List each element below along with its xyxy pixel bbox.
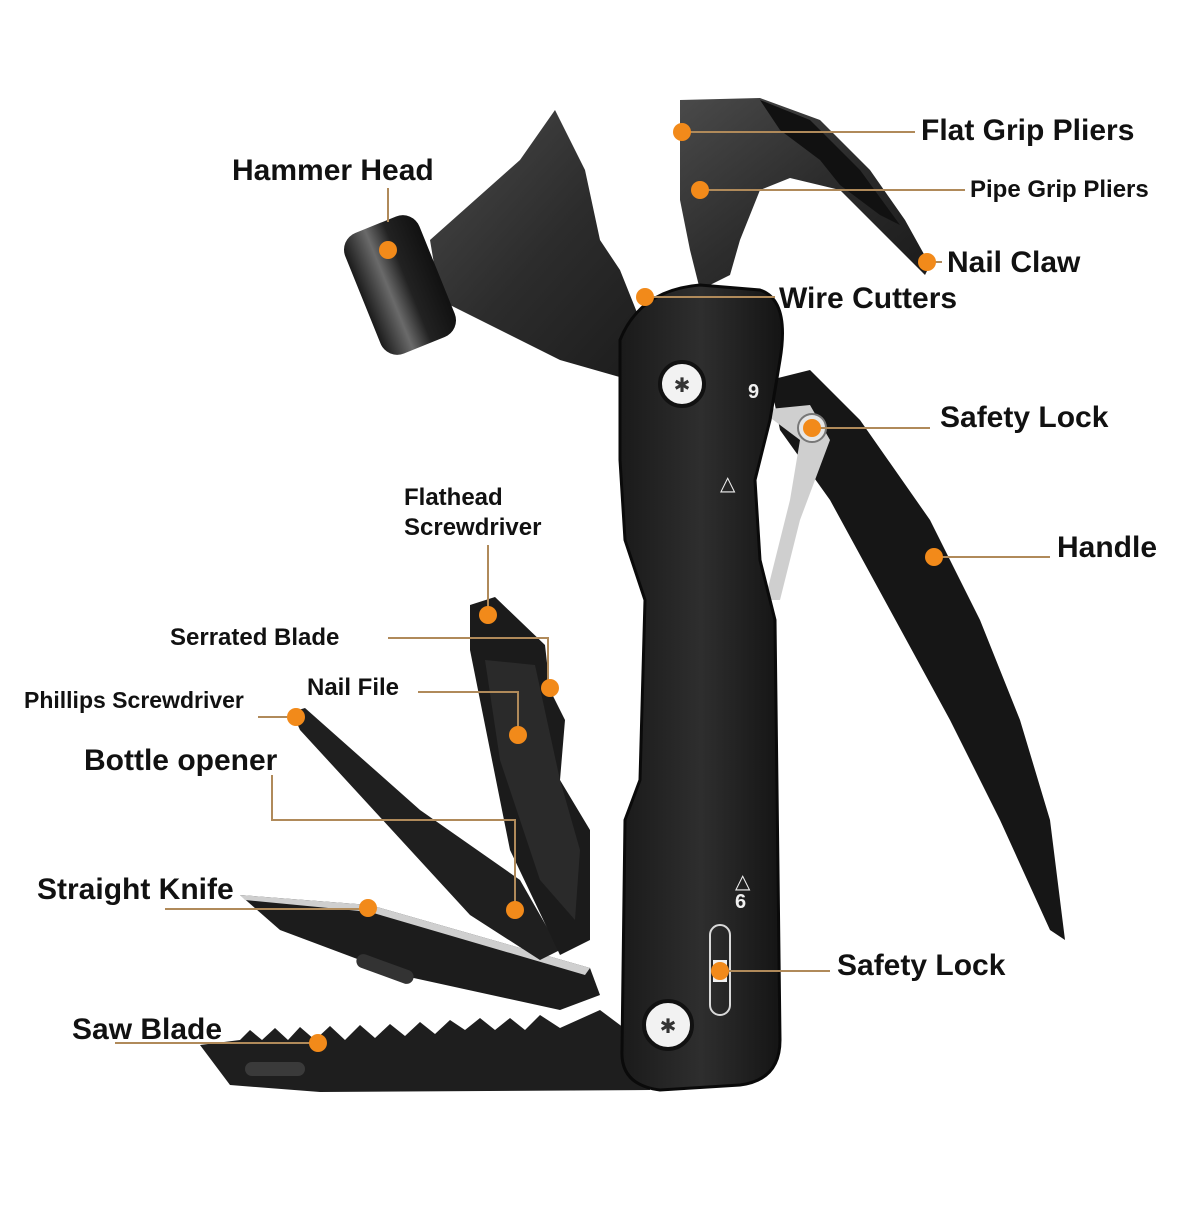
orange-dot-icon bbox=[673, 123, 691, 141]
label-serrated-blade: Serrated Blade bbox=[170, 624, 340, 651]
body-marking-top-2: △ bbox=[720, 473, 736, 495]
orange-dot-icon bbox=[711, 962, 729, 980]
leader-nail-file bbox=[418, 691, 519, 735]
svg-text:✱: ✱ bbox=[674, 375, 691, 397]
body-marking-triangle: △ bbox=[735, 871, 751, 893]
body-marking-top-1: 9 bbox=[748, 381, 759, 403]
label-bottle-opener: Bottle opener bbox=[84, 744, 278, 777]
saw-blade-tool bbox=[200, 1010, 650, 1092]
orange-dot-icon bbox=[691, 181, 709, 199]
label-nail-claw: Nail Claw bbox=[947, 246, 1081, 279]
label-flathead-screwdriver-line1: Flathead bbox=[404, 484, 503, 511]
label-pipe-grip-pliers: Pipe Grip Pliers bbox=[970, 176, 1149, 203]
torx-screw-icon: ✱ bbox=[658, 360, 706, 408]
label-hammer-head: Hammer Head bbox=[232, 154, 434, 187]
hammer-head-tool bbox=[343, 110, 670, 380]
label-safety-lock-bottom: Safety Lock bbox=[837, 949, 1006, 982]
leader-serrated-blade bbox=[388, 637, 549, 686]
label-straight-knife: Straight Knife bbox=[37, 873, 234, 906]
safety-lock-bracket bbox=[760, 405, 830, 600]
callout-dots bbox=[287, 123, 943, 1052]
orange-dot-icon bbox=[509, 726, 527, 744]
label-handle: Handle bbox=[1057, 531, 1158, 564]
body-marking-number: 6 bbox=[735, 891, 746, 913]
orange-dot-icon bbox=[541, 679, 559, 697]
straight-knife-tool bbox=[240, 895, 600, 1010]
label-phillips-screwdriver: Phillips Screwdriver bbox=[24, 687, 244, 713]
orange-dot-icon bbox=[506, 901, 524, 919]
orange-dot-icon bbox=[925, 548, 943, 566]
orange-dot-icon bbox=[309, 1034, 327, 1052]
orange-dot-icon bbox=[287, 708, 305, 726]
label-safety-lock-top: Safety Lock bbox=[940, 401, 1109, 434]
orange-dot-icon bbox=[803, 419, 821, 437]
orange-dot-icon bbox=[379, 241, 397, 259]
handle-tool bbox=[770, 370, 1065, 940]
orange-dot-icon bbox=[918, 253, 936, 271]
svg-text:✱: ✱ bbox=[660, 1016, 677, 1038]
label-saw-blade: Saw Blade bbox=[72, 1013, 223, 1046]
flathead-screwdriver-tool bbox=[470, 597, 590, 955]
torx-screw-icon: ✱ bbox=[642, 999, 694, 1051]
orange-dot-icon bbox=[359, 899, 377, 917]
label-nail-file: Nail File bbox=[307, 674, 400, 701]
pliers-claw-tool bbox=[680, 98, 930, 290]
multitool-body: ✱ ✱ △ 6 9 △ bbox=[618, 283, 784, 1092]
orange-dot-icon bbox=[636, 288, 654, 306]
phillips-screwdriver-tool bbox=[292, 708, 560, 960]
leader-bottle-opener bbox=[271, 775, 516, 908]
label-flat-grip-pliers: Flat Grip Pliers bbox=[921, 114, 1135, 147]
orange-dot-icon bbox=[479, 606, 497, 624]
label-wire-cutters: Wire Cutters bbox=[779, 282, 958, 315]
label-flathead-screwdriver-line2: Screwdriver bbox=[404, 514, 542, 541]
